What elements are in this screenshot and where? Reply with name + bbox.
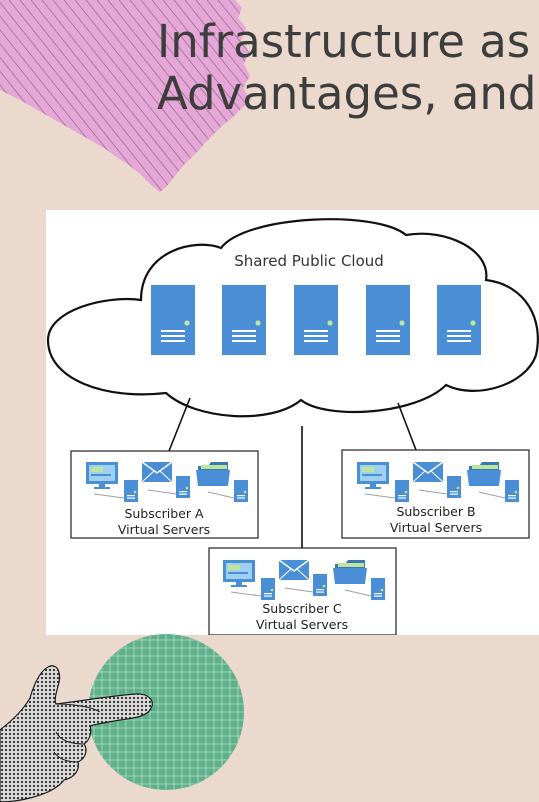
title-line-2: Advantages, and bbox=[157, 67, 537, 120]
server-icon bbox=[437, 285, 481, 355]
pointing-hand-icon bbox=[0, 665, 153, 802]
server-icon bbox=[294, 285, 338, 355]
cloud-label: Shared Public Cloud bbox=[234, 252, 384, 270]
cloud-shape bbox=[46, 218, 539, 418]
server-icon bbox=[366, 285, 410, 355]
subscriber-a-box: Subscriber A Virtual Servers bbox=[70, 450, 259, 539]
subscriber-c-caption: Virtual Servers bbox=[256, 617, 348, 632]
subscriber-a-name: Subscriber A bbox=[124, 506, 204, 521]
subscriber-b-caption: Virtual Servers bbox=[390, 520, 482, 535]
subscriber-c-name: Subscriber C bbox=[262, 601, 342, 616]
cloud-diagram: Shared Public Cloud Subscriber A Virtual… bbox=[46, 210, 539, 635]
slide-title: Infrastructure as Advantages, and bbox=[157, 16, 536, 120]
subscriber-b-box: Subscriber B Virtual Servers bbox=[341, 449, 530, 539]
subscriber-b-name: Subscriber B bbox=[396, 504, 475, 519]
connector-line-b bbox=[397, 402, 417, 451]
sticky-note-decoration bbox=[0, 0, 251, 192]
server-icon bbox=[151, 285, 195, 355]
subscriber-c-box: Subscriber C Virtual Servers bbox=[208, 547, 397, 635]
connector-line-a bbox=[168, 397, 191, 452]
title-line-1: Infrastructure as bbox=[157, 15, 531, 68]
subscriber-a-caption: Virtual Servers bbox=[118, 522, 210, 537]
server-icon bbox=[222, 285, 266, 355]
cloud-diagram-svg: Shared Public Cloud Subscriber A Virtual… bbox=[46, 218, 539, 635]
